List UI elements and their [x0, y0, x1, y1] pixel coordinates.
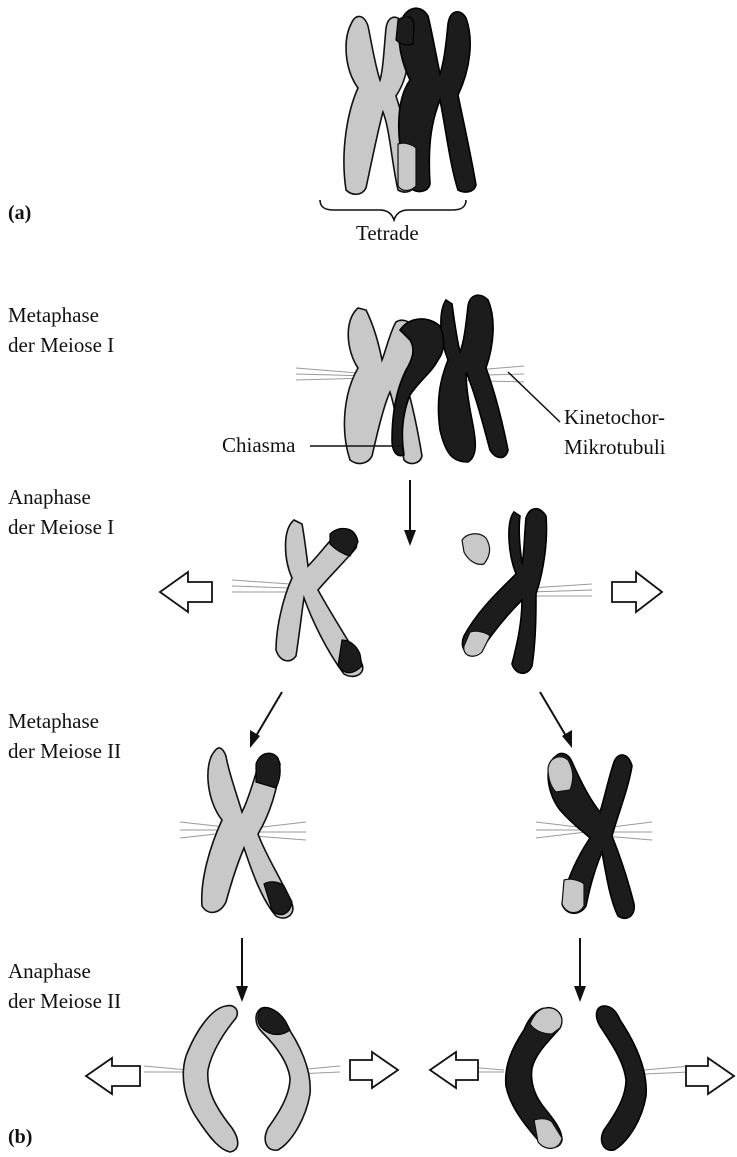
anaphase2-pull-arrow-3 — [430, 1052, 478, 1088]
label-anaphase1-line2: der Meiose I — [8, 514, 114, 541]
metaphase2-right — [536, 754, 652, 919]
arrow-to-metaphase2-left — [256, 692, 282, 736]
anaphase1-right — [462, 509, 592, 674]
metaphase2-left — [180, 748, 306, 918]
anaphase2-right-pair — [456, 1006, 690, 1150]
label-tetrade: Tetrade — [356, 220, 419, 247]
anaphase1-left — [232, 520, 363, 676]
label-chiasma: Chiasma — [222, 432, 296, 459]
anaphase2-chromatid-4 — [597, 1006, 647, 1150]
label-metaphase2-line1: Metaphase — [8, 708, 99, 735]
panel-label-b: (b) — [8, 1124, 32, 1151]
label-anaphase2-line2: der Meiose II — [8, 988, 121, 1015]
arrow-to-metaphase2-right — [540, 692, 566, 736]
label-anaphase2-line1: Anaphase — [8, 958, 91, 985]
label-metaphase1-line2: der Meiose I — [8, 332, 114, 359]
anaphase2-pull-arrow-2 — [350, 1052, 398, 1088]
label-kinetochor-line1: Kinetochor- — [564, 404, 665, 431]
anaphase2-left-pair — [144, 1006, 340, 1152]
tetrad-chromosomes — [344, 8, 476, 194]
panel-label-a: (a) — [8, 200, 31, 227]
anaphase2-chromatid-1 — [183, 1006, 237, 1152]
tetrad-brace — [320, 200, 466, 220]
kinetochor-leader — [508, 372, 560, 422]
anaphase2-pull-arrow-4 — [686, 1058, 734, 1094]
label-metaphase1-line1: Metaphase — [8, 302, 99, 329]
metaphase1-dark-chromosome — [438, 295, 508, 462]
label-anaphase1-line1: Anaphase — [8, 484, 91, 511]
anaphase1-left-pull-arrow — [160, 572, 212, 612]
label-metaphase2-line2: der Meiose II — [8, 738, 121, 765]
anaphase2-pull-arrow-1 — [86, 1058, 140, 1094]
metaphase1-chromosomes — [344, 295, 508, 463]
label-kinetochor-line2: Mikrotubuli — [564, 434, 666, 461]
anaphase1-right-pull-arrow — [612, 572, 662, 612]
